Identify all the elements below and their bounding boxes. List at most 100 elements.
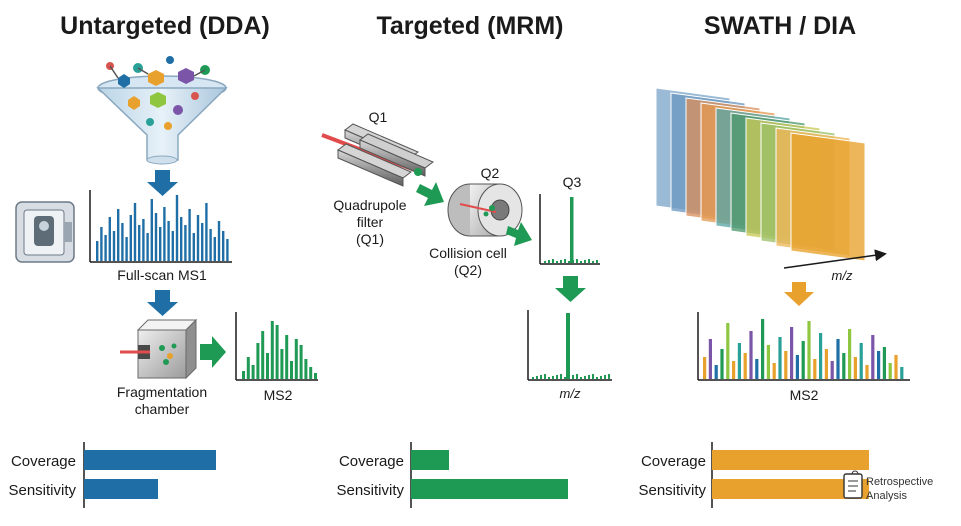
noise-peak xyxy=(588,375,590,379)
noise-peak xyxy=(552,259,554,263)
spectrum-peak xyxy=(871,335,875,379)
spectrum-peak xyxy=(180,217,183,261)
spectrum-peak xyxy=(813,359,817,379)
spectrum-peak xyxy=(112,231,116,261)
sensitivity-bar xyxy=(712,479,869,499)
noise-peak xyxy=(592,374,594,379)
spectrum-peak xyxy=(836,339,840,379)
ms2-label: MS2 xyxy=(264,387,293,403)
noise-peak xyxy=(540,375,542,379)
spectrum-peak xyxy=(100,227,103,261)
mz-axis xyxy=(783,249,887,269)
down-arrow-icon xyxy=(784,282,814,306)
spectrum-peak xyxy=(205,203,208,261)
fragmentation-chamber-icon xyxy=(120,318,198,380)
spectrum-peak xyxy=(900,367,904,379)
quadrupole-icon xyxy=(337,123,434,187)
spectrum-peak xyxy=(251,365,255,379)
coverage-bar xyxy=(84,450,216,470)
noise-peak xyxy=(548,260,550,263)
noise-peak xyxy=(608,374,610,379)
spectrum-peak xyxy=(790,327,794,379)
mrm-panel: Q1 Quadrupole filter (Q1) Q2 xyxy=(321,109,612,401)
mass-spectrometer-icon xyxy=(15,201,75,263)
coverage-label: Coverage xyxy=(11,453,76,470)
mrm-spectrum xyxy=(527,310,612,381)
spectrum-peak xyxy=(314,373,317,379)
spectrum-peak xyxy=(778,337,782,379)
spectrum-peak xyxy=(184,225,187,261)
spectrum-peak xyxy=(142,219,145,261)
spectrum-peak xyxy=(138,225,141,261)
swath-windows xyxy=(655,87,866,262)
spectrum-peak xyxy=(171,231,174,261)
noise-peak xyxy=(596,377,598,379)
noise-peak xyxy=(552,376,554,379)
spectrum-peak xyxy=(848,329,852,379)
noise-peak xyxy=(580,261,582,263)
noise-peak xyxy=(580,377,582,379)
spectrum-peak xyxy=(246,357,250,379)
spectrum-peak xyxy=(755,359,759,379)
spectrum-peak xyxy=(749,331,753,379)
spectrum-peak xyxy=(714,365,718,379)
collision-cell-icon xyxy=(447,183,523,237)
spectrum-peak xyxy=(761,319,765,379)
retro-label-line1: Retrospective xyxy=(866,476,933,488)
sensitivity-bar xyxy=(411,479,568,499)
spectrum-peak xyxy=(256,343,260,379)
sensitivity-label: Sensitivity xyxy=(336,482,404,499)
spectrum-peak xyxy=(807,321,811,379)
spectrum-peak xyxy=(566,313,570,379)
spectrum-peak xyxy=(222,231,225,261)
retro-label-line2: Analysis xyxy=(866,490,907,502)
spectrum-peak xyxy=(96,241,99,261)
spectrum-peak xyxy=(570,197,574,263)
noise-peak xyxy=(584,260,586,263)
noise-peak xyxy=(592,261,594,263)
q2-label: Q2 xyxy=(481,165,500,181)
sensitivity-label: Sensitivity xyxy=(8,482,76,499)
isolation-window xyxy=(790,132,866,262)
spectrum-peak xyxy=(125,237,128,261)
noise-peak xyxy=(584,376,586,379)
down-arrow-icon xyxy=(147,290,178,316)
spectrum-peak xyxy=(213,237,216,261)
spectrum-peak xyxy=(285,335,289,379)
spectrum-peak xyxy=(129,215,132,261)
noise-peak xyxy=(576,374,578,379)
coverage-label: Coverage xyxy=(641,453,706,470)
spectrum-peak xyxy=(242,371,245,379)
spectrum-peak xyxy=(801,341,805,379)
noise-peak xyxy=(588,259,590,263)
panel-title-dda: Untargeted (DDA) xyxy=(60,12,270,40)
spectrum-peak xyxy=(888,363,892,379)
spectrum-peak xyxy=(188,209,191,261)
spectrum-peak xyxy=(167,221,170,261)
spectrum-peak xyxy=(163,207,166,261)
spectrum-peak xyxy=(266,353,269,379)
spectrum-peak xyxy=(121,223,124,261)
q3-spectrum xyxy=(539,194,600,265)
chamber-label-line2: chamber xyxy=(135,401,190,417)
spectrum-peak xyxy=(309,367,313,379)
spectrum-peak xyxy=(209,229,212,261)
ms1-label: Full-scan MS1 xyxy=(117,267,207,283)
spectrum-peak xyxy=(842,353,846,379)
spectrum-peak xyxy=(737,343,741,379)
spectrum-peak xyxy=(830,361,834,379)
noise-peak xyxy=(532,377,534,379)
cell-label-line2: (Q2) xyxy=(454,262,482,278)
noise-peak xyxy=(576,259,578,263)
noise-peak xyxy=(548,377,550,379)
noise-peak xyxy=(596,260,598,263)
spectrum-peak xyxy=(192,233,195,261)
spectrum-peak xyxy=(877,351,881,379)
spectrum-peak xyxy=(146,233,149,261)
mz-label: m/z xyxy=(560,386,581,401)
spectrum-peak xyxy=(154,213,158,261)
swath-ms2-label: MS2 xyxy=(790,387,819,403)
spectrum-peak xyxy=(784,351,788,379)
noise-peak xyxy=(536,376,538,379)
noise-peak xyxy=(556,375,558,379)
